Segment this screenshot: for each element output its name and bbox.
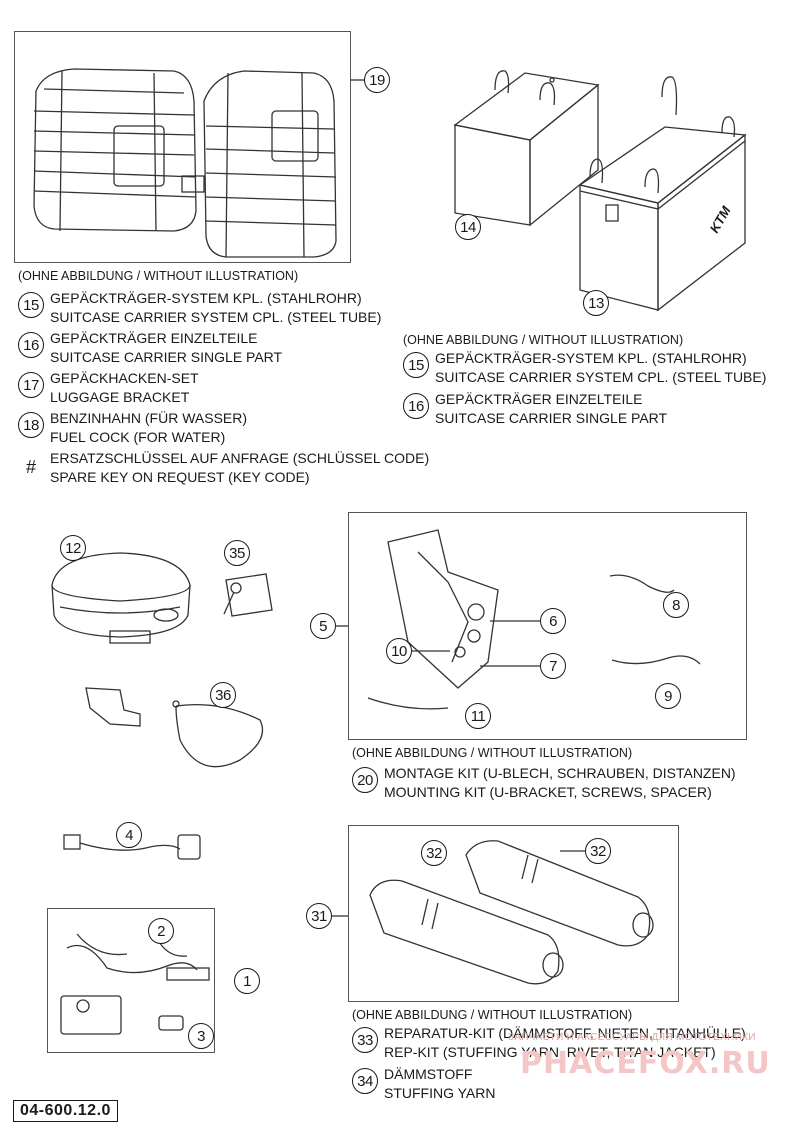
legend-20-en: MOUNTING KIT (U-BRACKET, SCREWS, SPACER) xyxy=(384,784,712,800)
callout-4: 4 xyxy=(116,822,142,848)
alarm-kit-illustration xyxy=(60,933,210,1035)
hash-symbol: # xyxy=(25,457,36,477)
callout-33: 33 xyxy=(352,1027,378,1053)
frame-soft-cases xyxy=(14,31,351,263)
callout-36: 36 xyxy=(210,682,236,708)
callout-6: 6 xyxy=(540,608,566,634)
legend-17-en: LUGGAGE BRACKET xyxy=(50,389,190,405)
legend-15a-en: SUITCASE CARRIER SYSTEM CPL. (STEEL TUBE… xyxy=(50,309,382,325)
legend-item-33: 33 REPARATUR-KIT (DÄMMSTOFF, NIETEN, TIT… xyxy=(352,1024,746,1062)
cable-lock-illustration xyxy=(85,687,264,768)
callout-17: 17 xyxy=(18,372,44,398)
callout-8: 8 xyxy=(663,592,689,618)
legend-18-de: BENZINHAHN (FÜR WASSER) xyxy=(50,410,248,426)
legend-item-spare-key: # ERSATZSCHLÜSSEL AUF ANFRAGE (SCHLÜSSEL… xyxy=(18,449,429,487)
legend-33-de: REPARATUR-KIT (DÄMMSTOFF, NIETEN, TITANH… xyxy=(384,1025,746,1041)
callout-11: 11 xyxy=(465,703,491,729)
legend-18-en: FUEL COCK (FOR WATER) xyxy=(50,429,226,445)
callout-32-right: 32 xyxy=(585,838,611,864)
callout-16b: 16 xyxy=(403,393,429,419)
frame-exhaust xyxy=(348,825,679,1002)
frame-alarm-kit xyxy=(47,908,215,1053)
legend-33-en: REP-KIT (STUFFING YARN, RIVET, TITAN JAC… xyxy=(384,1044,716,1060)
callout-20: 20 xyxy=(352,767,378,793)
legend-17-de: GEPÄCKHACKEN-SET xyxy=(50,370,199,386)
callout-12: 12 xyxy=(60,535,86,561)
legend-item-15a: 15 GEPÄCKTRÄGER-SYSTEM KPL. (STAHLROHR) … xyxy=(18,289,381,327)
legend-key-de: ERSATZSCHLÜSSEL AUF ANFRAGE (SCHLÜSSEL C… xyxy=(50,450,430,466)
legend-16b-de: GEPÄCKTRÄGER EINZELTEILE xyxy=(435,391,643,407)
callout-1: 1 xyxy=(234,968,260,994)
legend-20-de: MONTAGE KIT (U-BLECH, SCHRAUBEN, DISTANZ… xyxy=(384,765,736,781)
legend-item-34: 34 DÄMMSTOFF STUFFING YARN xyxy=(352,1065,496,1103)
callout-3: 3 xyxy=(188,1023,214,1049)
callout-9: 9 xyxy=(655,683,681,709)
callout-15b: 15 xyxy=(403,352,429,378)
callout-35: 35 xyxy=(224,540,250,566)
callout-31: 31 xyxy=(306,903,332,929)
legend-item-16b: 16 GEPÄCKTRÄGER EINZELTEILE SUITCASE CAR… xyxy=(403,390,667,428)
callout-15a: 15 xyxy=(18,292,44,318)
legend-16a-en: SUITCASE CARRIER SINGLE PART xyxy=(50,349,283,365)
mounting-kit-illustration xyxy=(367,529,701,710)
callout-32-left: 32 xyxy=(421,840,447,866)
callout-2: 2 xyxy=(148,918,174,944)
legend-item-17: 17 GEPÄCKHACKEN-SET LUGGAGE BRACKET xyxy=(18,369,199,407)
watermark-tagline: ЗАПЧАСТИ И АКСЕССУАРЫ ДЛЯ МОТОТЕХНИКИ xyxy=(508,1032,756,1043)
legend-item-16a: 16 GEPÄCKTRÄGER EINZELTEILE SUITCASE CAR… xyxy=(18,329,282,367)
section-a-note: (OHNE ABBILDUNG / WITHOUT ILLUSTRATION) xyxy=(18,269,299,283)
legend-item-20: 20 MONTAGE KIT (U-BLECH, SCHRAUBEN, DIST… xyxy=(352,764,736,802)
section-b-note: (OHNE ABBILDUNG / WITHOUT ILLUSTRATION) xyxy=(403,333,684,347)
charger-illustration xyxy=(63,834,201,860)
legend-34-de: DÄMMSTOFF xyxy=(384,1066,473,1082)
legend-item-18: 18 BENZINHAHN (FÜR WASSER) FUEL COCK (FO… xyxy=(18,409,247,447)
legend-item-15b: 15 GEPÄCKTRÄGER-SYSTEM KPL. (STAHLROHR) … xyxy=(403,349,766,387)
watermark-logo: PHACEFOX.RU xyxy=(520,1046,771,1081)
key-tag-illustration xyxy=(223,573,273,617)
legend-16a-de: GEPÄCKTRÄGER EINZELTEILE xyxy=(50,330,258,346)
legend-15b-en: SUITCASE CARRIER SYSTEM CPL. (STEEL TUBE… xyxy=(435,369,767,385)
legend-16b-en: SUITCASE CARRIER SINGLE PART xyxy=(435,410,668,426)
reference-code: 04-600.12.0 xyxy=(13,1100,118,1122)
tank-bag-illustration xyxy=(51,552,191,644)
aluminium-cases-illustration xyxy=(453,70,747,312)
callout-14: 14 xyxy=(455,214,481,240)
callout-34: 34 xyxy=(352,1068,378,1094)
soft-cases-illustration xyxy=(33,68,337,258)
callout-10: 10 xyxy=(386,638,412,664)
callout-5: 5 xyxy=(310,613,336,639)
frame-mounting-kit xyxy=(348,512,747,740)
section-d-note: (OHNE ABBILDUNG / WITHOUT ILLUSTRATION) xyxy=(352,1008,633,1022)
legend-15a-de: GEPÄCKTRÄGER-SYSTEM KPL. (STAHLROHR) xyxy=(50,290,362,306)
callout-7: 7 xyxy=(540,653,566,679)
callout-16a: 16 xyxy=(18,332,44,358)
legend-key-en: SPARE KEY ON REQUEST (KEY CODE) xyxy=(50,469,310,485)
section-c-note: (OHNE ABBILDUNG / WITHOUT ILLUSTRATION) xyxy=(352,746,633,760)
exhaust-illustration xyxy=(369,840,654,985)
legend-15b-de: GEPÄCKTRÄGER-SYSTEM KPL. (STAHLROHR) xyxy=(435,350,747,366)
callout-18: 18 xyxy=(18,412,44,438)
callout-13: 13 xyxy=(583,290,609,316)
callout-19: 19 xyxy=(364,67,390,93)
legend-34-en: STUFFING YARN xyxy=(384,1085,496,1101)
